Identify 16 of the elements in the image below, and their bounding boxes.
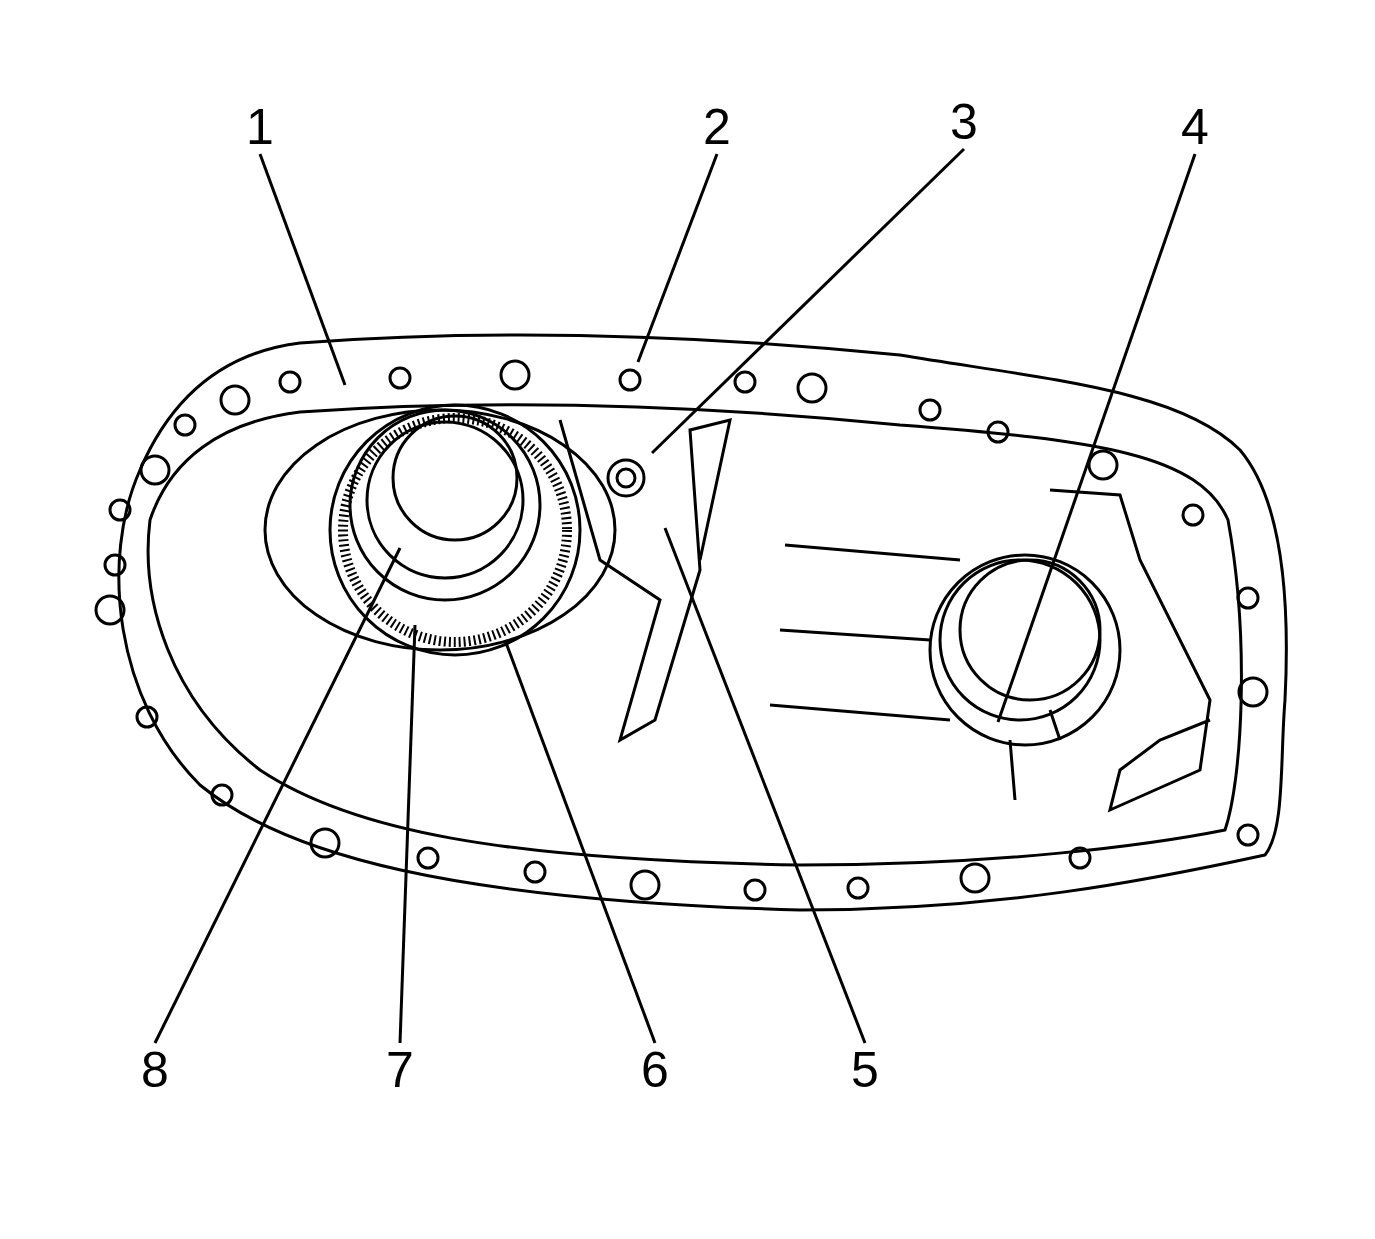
leader-line <box>663 527 867 1044</box>
leader-line <box>503 639 657 1044</box>
leader-line <box>650 147 966 455</box>
leader-line <box>153 547 402 1044</box>
leader-line <box>398 624 417 1044</box>
leader-line <box>636 153 719 363</box>
leader-line <box>258 153 347 386</box>
callout-number: 8 <box>135 1045 175 1095</box>
callout-number: 3 <box>944 97 984 147</box>
callout-number: 6 <box>635 1045 675 1095</box>
callout-number: 1 <box>240 102 280 152</box>
callout-number: 7 <box>380 1045 420 1095</box>
callout-number: 5 <box>845 1045 885 1095</box>
callout-number: 2 <box>697 102 737 152</box>
callout-number: 4 <box>1175 102 1215 152</box>
leader-line <box>996 153 1197 723</box>
